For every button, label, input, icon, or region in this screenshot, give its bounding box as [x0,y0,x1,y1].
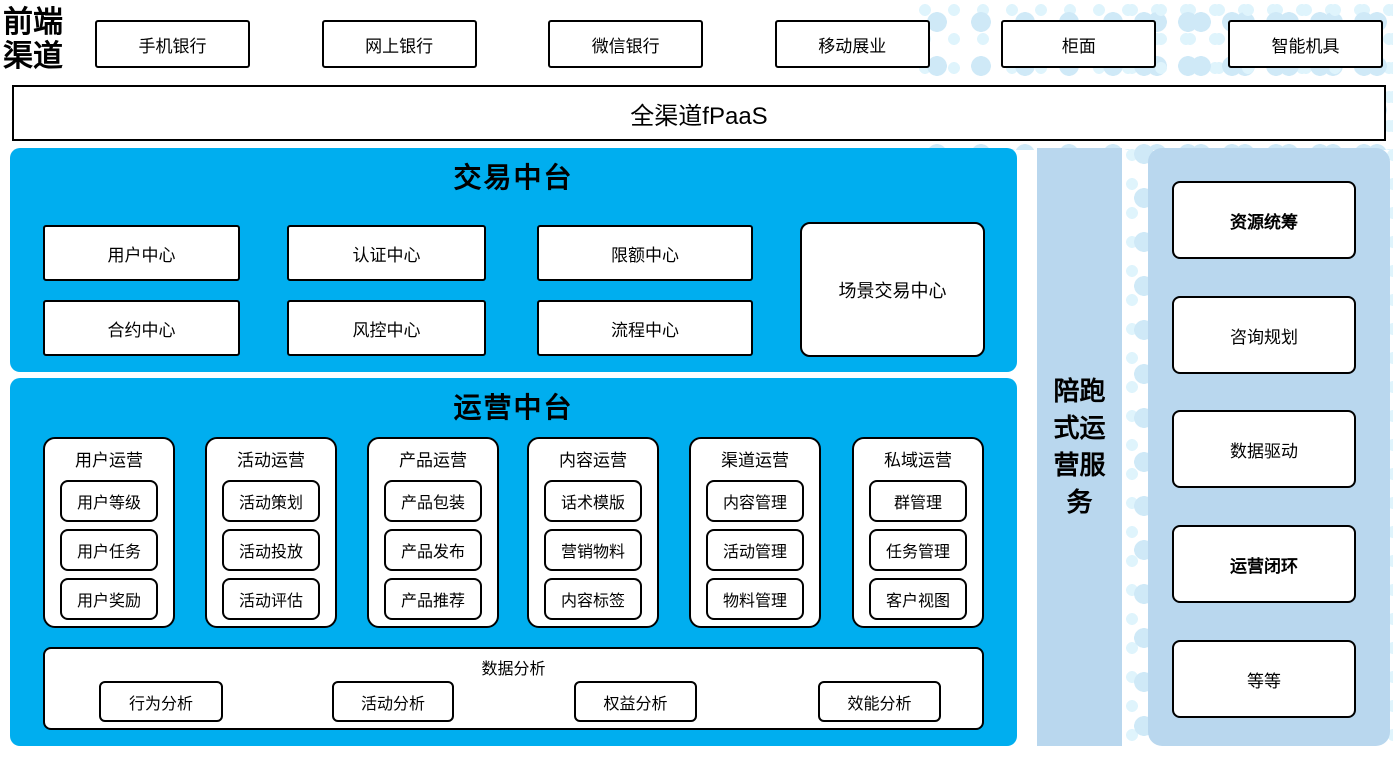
ops-item: 活动投放 [222,529,320,571]
trade-platform: 交易中台 用户中心 认证中心 限额中心 合约中心 风控中心 流程中心 场景交易中… [10,148,1017,372]
channel-box-counter: 柜面 [1001,20,1157,68]
ops-group-title: 活动运营 [237,451,305,470]
channel-box-smart-devices: 智能机具 [1227,20,1383,68]
panel-item-consulting: 咨询规划 [1172,296,1356,374]
ops-item: 内容管理 [706,480,804,522]
center-box-limit: 限额中心 [537,225,753,281]
ops-item: 活动管理 [706,529,804,571]
center-box-contract: 合约中心 [43,300,240,356]
data-analysis-panel: 数据分析 行为分析 活动分析 权益分析 效能分析 [43,647,984,730]
front-channels-row: 手机银行 网上银行 微信银行 移动展业 柜面 智能机具 [95,20,1383,68]
channel-box-mobile-banking: 手机银行 [95,20,250,68]
ops-item: 活动评估 [222,578,320,620]
data-analysis-item-efficiency: 效能分析 [818,681,941,722]
ops-group-user: 用户运营 用户等级 用户任务 用户奖励 [43,437,175,628]
companion-service-strip: 陪跑式运营服务 [1037,148,1122,746]
ops-group-activity: 活动运营 活动策划 活动投放 活动评估 [205,437,337,628]
channel-box-wechat-banking: 微信银行 [548,20,704,68]
ops-item: 活动策划 [222,480,320,522]
ops-item: 物料管理 [706,578,804,620]
ops-item: 用户等级 [60,480,158,522]
companion-service-label: 陪跑式运营服务 [1053,376,1106,517]
fpaas-bar: 全渠道fPaaS [12,85,1386,141]
data-analysis-item-behavior: 行为分析 [99,681,223,722]
ops-item: 群管理 [869,480,967,522]
ops-group-product: 产品运营 产品包装 产品发布 产品推荐 [367,437,499,628]
ops-item: 话术模版 [544,480,642,522]
ops-item: 用户任务 [60,529,158,571]
ops-group-title: 用户运营 [75,451,143,470]
ops-item: 产品发布 [384,529,482,571]
ops-group-title: 渠道运营 [721,451,789,470]
ops-platform-title: 运营中台 [453,392,574,423]
ops-group-title: 内容运营 [559,451,627,470]
ops-group-content: 内容运营 话术模版 营销物料 内容标签 [527,437,659,628]
scene-trade-center-box: 场景交易中心 [800,222,985,357]
right-service-panel: 资源统筹 咨询规划 数据驱动 运营闭环 等等 [1148,148,1390,746]
ops-platform: 运营中台 用户运营 用户等级 用户任务 用户奖励 活动运营 活动策划 活动投放 … [10,378,1017,746]
panel-item-data-driven: 数据驱动 [1172,410,1356,488]
center-box-process: 流程中心 [537,300,753,356]
ops-item: 任务管理 [869,529,967,571]
panel-item-ops-loop: 运营闭环 [1172,525,1356,603]
center-box-user: 用户中心 [43,225,240,281]
ops-item: 产品推荐 [384,578,482,620]
channel-box-online-banking: 网上银行 [321,20,477,68]
data-analysis-title: 数据分析 [481,661,546,678]
center-box-auth: 认证中心 [287,225,486,281]
ops-item: 营销物料 [544,529,642,571]
ops-item: 用户奖励 [60,578,158,620]
ops-item: 产品包装 [384,480,482,522]
panel-item-resource-planning: 资源统筹 [1172,181,1356,259]
ops-group-channel: 渠道运营 内容管理 活动管理 物料管理 [689,437,821,628]
channel-box-mobile-sales: 移动展业 [774,20,930,68]
ops-item: 客户视图 [869,578,967,620]
front-channels-title: 前端渠道 [3,5,63,74]
trade-platform-title: 交易中台 [453,162,574,193]
panel-item-etc: 等等 [1172,640,1356,718]
data-analysis-item-benefit: 权益分析 [574,681,697,722]
ops-item: 内容标签 [544,578,642,620]
center-box-risk: 风控中心 [287,300,486,356]
ops-group-private-domain: 私域运营 群管理 任务管理 客户视图 [852,437,984,628]
ops-group-title: 产品运营 [399,451,467,470]
ops-group-title: 私域运营 [884,451,952,470]
data-analysis-item-activity: 活动分析 [332,681,454,722]
